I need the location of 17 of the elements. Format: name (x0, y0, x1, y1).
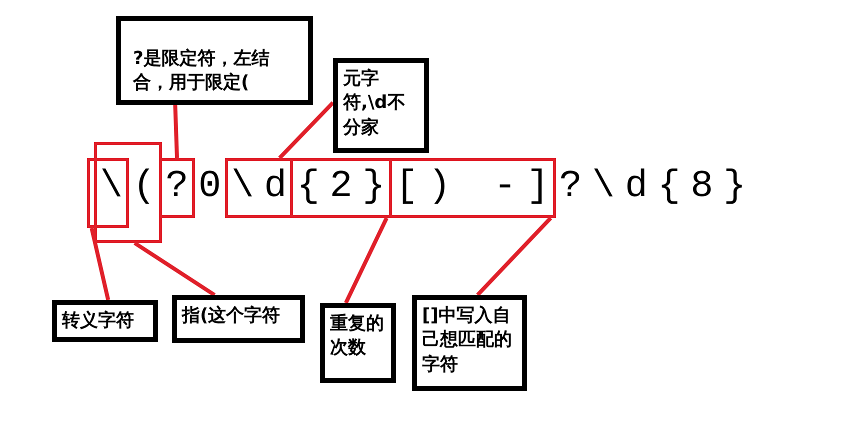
callout-box (320, 303, 396, 383)
callout-text: 元字符,\d不分家 (343, 67, 406, 140)
callout-box (116, 16, 313, 105)
callout-box (172, 295, 305, 343)
callout-text: []中写入自己想匹配的字符 (422, 304, 513, 377)
callout-box (412, 295, 527, 391)
callout-text: 指(这个字符 (182, 304, 282, 328)
leader-line (278, 101, 334, 160)
callout-box (52, 300, 158, 342)
callout-text: ?是限定符，左结合，用于限定( (133, 47, 270, 96)
callout-text: 转义字符 (62, 309, 135, 333)
leader-line (344, 217, 388, 304)
leader-line (134, 241, 216, 297)
callout-box (333, 58, 429, 153)
leader-line (90, 228, 110, 300)
callout-text: 重复的次数 (330, 312, 385, 360)
leader-line (476, 216, 552, 296)
